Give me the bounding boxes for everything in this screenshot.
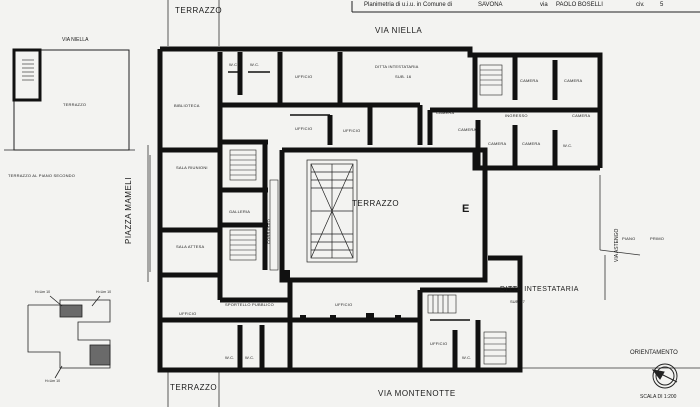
scale-label: SCALA DI 1:200 [640,394,677,400]
columns [282,270,401,321]
keyplan-label-a: H=Lim 10 [35,290,51,294]
room-wc-1: W.C. [229,62,239,67]
room-ufficio-top: UFFICIO [295,74,313,79]
room-sala-attesa: SALA ATTESA [176,244,205,249]
piazza-mameli-label: PIAZZA MAMELI [124,177,133,244]
room-ufficio-a: UFFICIO [295,126,313,131]
corridoio-label: CORRIDOIO [266,219,271,244]
room-biblioteca: BIBLIOTECA [174,103,200,108]
header-via-label: via [540,2,548,8]
ditta-sub17-code: SUB. 17 [510,299,525,304]
compass [651,363,678,389]
room-camera-6: CAMERA [488,141,507,146]
e-mark: E [462,203,470,215]
left-plan-second-floor [4,48,135,151]
keyplan-label-b: H=Lim 10 [96,290,112,294]
header-via-name: PAOLO BOSELLI [556,2,603,8]
terrazzo-top-label: TERRAZZO [175,6,223,15]
room-wc-bottom-2: W.C. [245,355,255,360]
via-astengo-label: VIA ASTENGO [614,228,620,262]
room-wc-2: W.C. [250,62,260,67]
key-plan [27,295,111,379]
via-niella-label: VIA NIELLA [375,26,423,35]
room-wc-bottom-3: W.C. [462,355,472,360]
ditta-sub17-title: DITTA INTESTATARIA [500,286,579,293]
staircases [229,64,507,365]
room-camera-3: CAMERA [436,110,455,115]
room-ufficio-left: UFFICIO [179,311,197,316]
room-ingresso: INGRESSO [505,113,528,118]
room-sportello: SPORTELLO PUBBLICO [225,302,274,307]
room-galleria: GALLERIA [229,209,251,214]
ditta-sub16-code: SUB. 16 [395,74,412,79]
interior-details [228,71,470,321]
corridor-strip [269,179,279,271]
left-terrazzo-label: TERRAZZO [63,102,87,107]
skylight [306,159,358,263]
piano-value: PRIMO [650,236,665,241]
terrazzo-center-label: TERRAZZO [352,199,400,208]
header-frame [351,1,700,13]
building-walls [157,46,603,373]
terrazzo-bottom-label: TERRAZZO [170,383,218,392]
room-camera-4: CAMERA [458,127,477,132]
room-camera-7: CAMERA [522,141,541,146]
via-montenotte-label: VIA MONTENOTTE [378,389,456,398]
room-ufficio-center: UFFICIO [335,302,353,307]
piano-label: PIANO [622,236,636,241]
room-ufficio-bottom-right: UFFICIO [430,341,448,346]
room-wc-right: W.C. [563,143,573,148]
keyplan-label-c: H=Lim 10 [45,379,61,383]
room-ufficio-b: UFFICIO [343,128,361,133]
orientamento-label: ORIENTAMENTO [630,350,678,356]
header-civ-label: civ. [636,2,645,8]
header-line: Planimetria di u.i.u. in Comune di [364,2,453,8]
room-camera-2: CAMERA [564,78,583,83]
room-camera-1: CAMERA [520,78,539,83]
room-camera-5: CAMERA [572,113,591,118]
room-wc-bottom-1: W.C. [225,355,235,360]
via-niella-small-label: VIA NIELLA [62,37,89,43]
header-comune: SAVONA [478,2,503,8]
header-civ-value: 5 [660,2,664,8]
left-plan-caption: TERRAZZO AL PIANO SECONDO [8,173,76,178]
room-sala-riunioni: SALA RIUNIONI [176,165,208,170]
ditta-sub16-title: DITTA INTESTATARIA [375,64,419,69]
